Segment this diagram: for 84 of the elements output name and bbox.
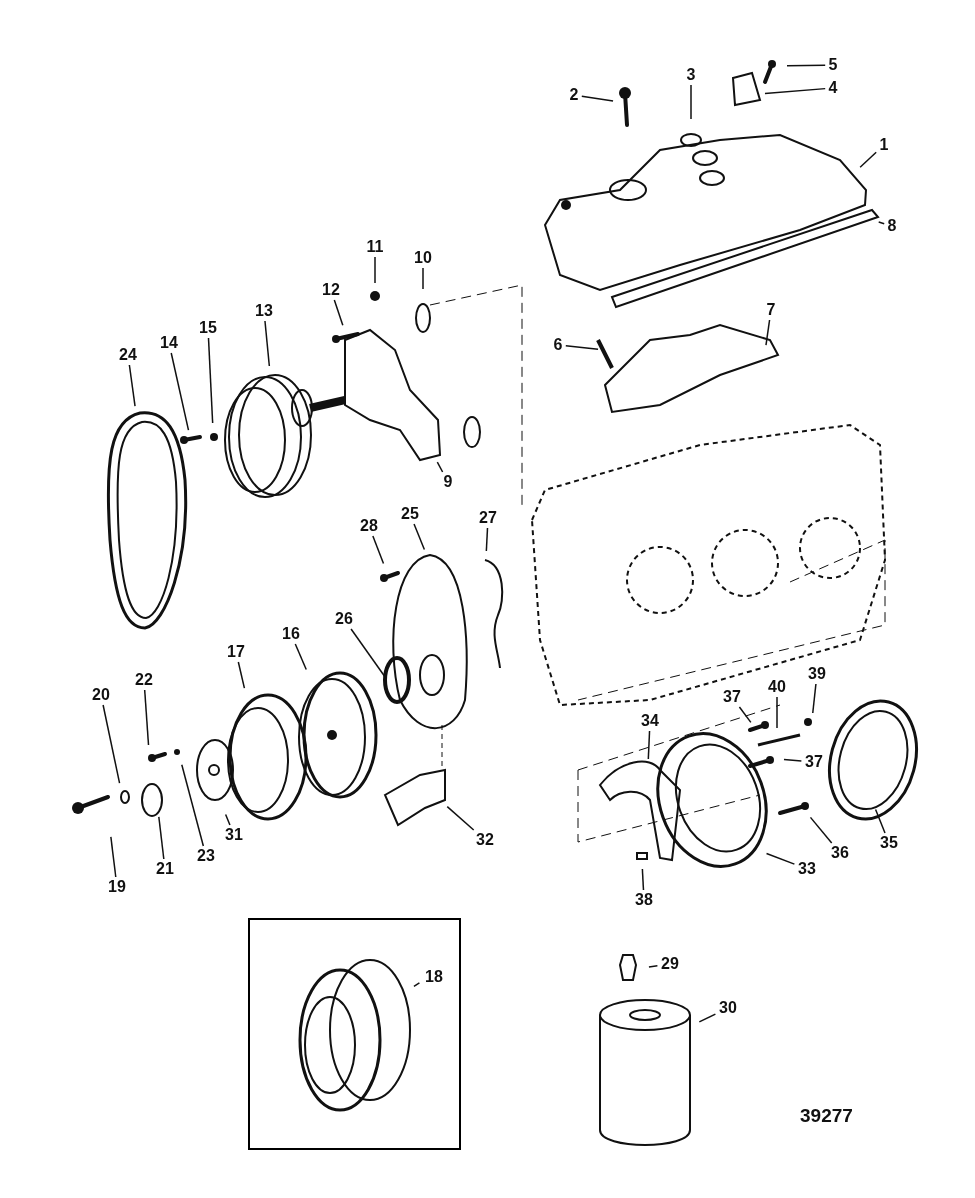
callout-number: 24	[119, 347, 137, 363]
callout-number: 5	[828, 57, 838, 73]
leader-line	[690, 84, 692, 120]
callout-number: 12	[322, 282, 340, 298]
callout-number: 32	[476, 832, 494, 848]
callout-number: 26	[335, 611, 353, 627]
leader-line	[237, 661, 246, 689]
callout-number: 17	[227, 644, 245, 660]
leader-line	[350, 628, 387, 680]
leader-line	[264, 320, 271, 367]
leader-line	[812, 683, 817, 714]
leader-line	[809, 816, 833, 844]
leader-line	[170, 352, 190, 431]
leader-line	[648, 965, 659, 968]
leader-line	[413, 982, 421, 988]
callout-number: 33	[798, 861, 816, 877]
leader-line	[738, 706, 752, 724]
callout-number: 10	[414, 250, 432, 266]
leader-line	[859, 151, 877, 168]
leader-line	[765, 319, 771, 346]
leader-line	[765, 852, 796, 865]
callout-number: 25	[401, 506, 419, 522]
leader-line	[446, 805, 475, 831]
figure-number: 39277	[800, 1104, 853, 1128]
callout-number: 6	[553, 337, 563, 353]
leader-line	[128, 364, 136, 407]
callout-number: 8	[887, 218, 897, 234]
leader-line	[294, 643, 307, 671]
callout-number: 11	[366, 239, 384, 255]
callout-number: 2	[569, 87, 579, 103]
leader-line	[224, 813, 231, 826]
callout-number: 39	[808, 666, 826, 682]
leader-line	[102, 704, 121, 784]
callout-number: 3	[686, 67, 696, 83]
leader-line	[413, 523, 426, 551]
callout-number: 22	[135, 672, 153, 688]
leader-line	[565, 345, 599, 350]
leader-line	[877, 221, 885, 225]
leader-line	[372, 535, 385, 565]
callout-number: 19	[108, 879, 126, 895]
callout-number: 37	[805, 754, 823, 770]
leader-line	[581, 95, 614, 102]
callout-number: 28	[360, 518, 378, 534]
callout-number: 9	[443, 474, 453, 490]
callout-number: 23	[197, 848, 215, 864]
callout-number: 18	[425, 969, 443, 985]
callout-number: 40	[768, 679, 786, 695]
callout-number: 21	[156, 861, 174, 877]
callout-number: 15	[199, 320, 217, 336]
leader-line	[786, 64, 826, 67]
callout-number: 37	[723, 689, 741, 705]
callout-number: 30	[719, 1000, 737, 1016]
leader-line	[874, 808, 886, 834]
callout-number: 13	[255, 303, 273, 319]
inset-frame	[248, 918, 461, 1150]
callout-number: 7	[766, 302, 776, 318]
leader-line	[374, 256, 376, 284]
callout-number: 4	[828, 80, 838, 96]
leader-line	[333, 299, 344, 327]
leader-line	[776, 696, 778, 729]
callout-number: 34	[641, 713, 659, 729]
leader-line	[207, 337, 214, 424]
leader-line	[764, 87, 826, 95]
callout-number: 29	[661, 956, 679, 972]
leader-line	[110, 836, 117, 878]
callout-number: 35	[880, 835, 898, 851]
callout-number: 36	[831, 845, 849, 861]
leader-line	[647, 730, 651, 760]
callout-number: 38	[635, 892, 653, 908]
callout-number: 27	[479, 510, 497, 526]
leader-line	[143, 689, 150, 746]
leader-line	[181, 764, 205, 847]
leader-line	[422, 267, 424, 290]
leader-line	[783, 758, 803, 762]
leader-line	[485, 527, 489, 552]
leader-line	[698, 1013, 717, 1023]
leader-line	[158, 816, 165, 860]
callout-number: 14	[160, 335, 178, 351]
callout-number: 31	[225, 827, 243, 843]
leader-line	[641, 868, 645, 891]
callout-number: 20	[92, 687, 110, 703]
leader-line	[436, 461, 444, 473]
callout-number: 16	[282, 626, 300, 642]
callout-number: 1	[879, 137, 889, 153]
